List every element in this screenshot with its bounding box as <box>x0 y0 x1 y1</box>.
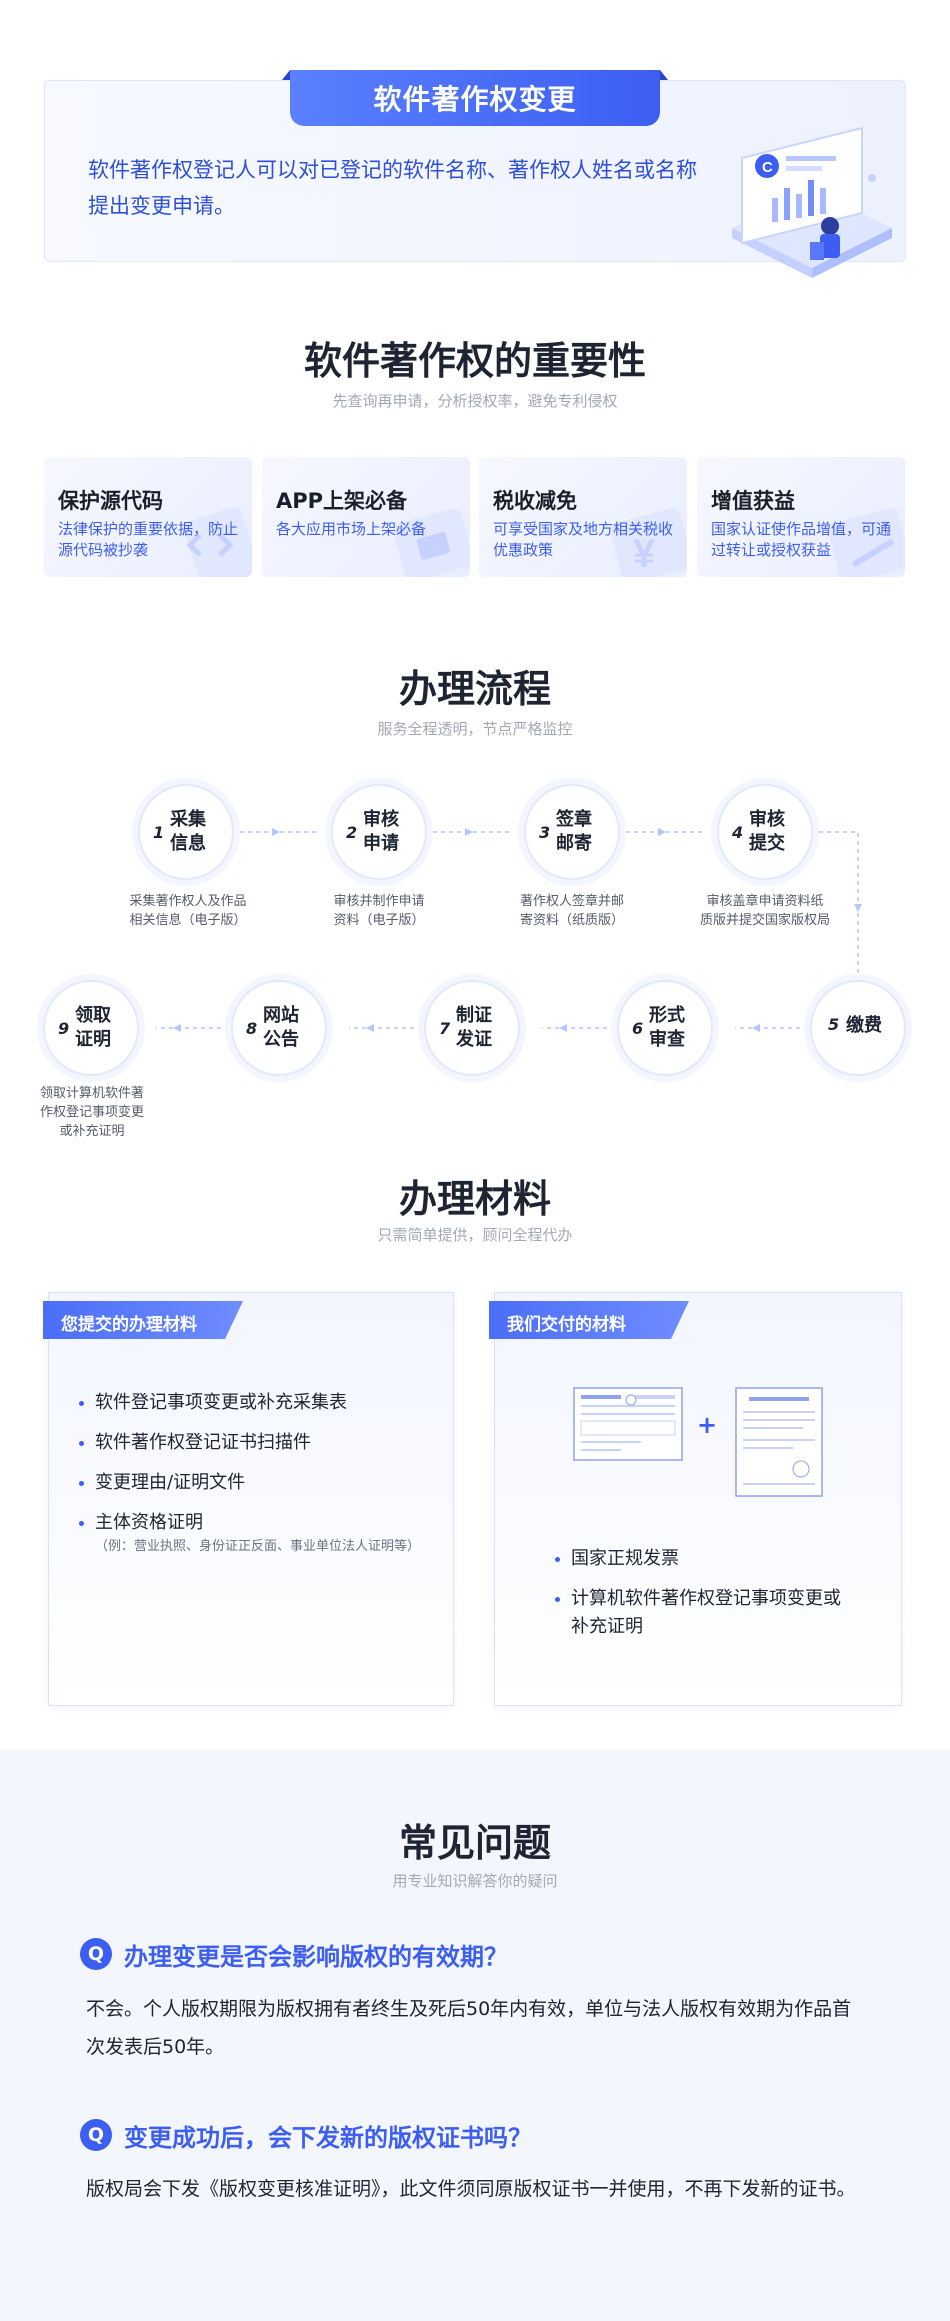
feature-card-tax: ¥ 税收减免 可享受国家及地方相关税收优惠政策 <box>479 457 687 577</box>
faq-title: 常见问题 <box>398 1821 551 1865</box>
materials-subtitle: 只需简单提供，顾问全程代办 <box>377 1226 573 1244</box>
importance-subtitle: 先查询再申请，分析授权率，避免专利侵权 <box>332 392 618 410</box>
certificate-document-icon <box>735 1387 823 1497</box>
feature-card-app: APP上架必备 各大应用市场上架必备 <box>262 457 470 577</box>
process-step-desc: 著作权人签章并邮 寄资料（纸质版） <box>519 894 624 928</box>
importance-title: 软件著作权的重要性 <box>303 339 646 383</box>
process-step-7: 7 制证 发证 <box>424 980 520 1076</box>
list-item: 国家正规发票 <box>553 1545 853 1573</box>
feature-desc: 法律保护的重要依据，防止源代码被抄袭 <box>58 520 239 559</box>
document-chart-isometric-icon: C <box>732 126 892 278</box>
faq-answer-2: 版权局会下发《版权变更核准证明》，此文件须同原版权证书一并使用，不再下发新的证书… <box>86 2178 856 2200</box>
faq-answer-1: 不会。个人版权期限为版权拥有者终生及死后50年内有效，单位与法人版权有效期为作品… <box>86 1998 852 2058</box>
deliver-materials-card: 我们交付的材料 + 国家正规发票 计算机软件著作权登记事项变更或补充证明 <box>494 1292 902 1706</box>
hero-description: 软件著作权登记人可以对已登记的软件名称、著作权人姓名或名称提出变更申请。 <box>88 158 697 218</box>
feature-desc: 可享受国家及地方相关税收优惠政策 <box>493 520 674 559</box>
process-step-desc: 领取计算机软件著 作权登记事项变更 或补充证明 <box>39 1086 144 1139</box>
process-step-6: 6 形式 审查 <box>617 980 713 1076</box>
faq-section <box>0 1750 950 2321</box>
faq-subtitle: 用专业知识解答你的疑问 <box>392 1872 558 1890</box>
feature-desc: 国家认证使作品增值，可通过转让或授权获益 <box>711 520 892 559</box>
list-item: 软件登记事项变更或补充采集表 <box>77 1389 420 1417</box>
feature-card-value: 增值获益 国家认证使作品增值，可通过转让或授权获益 <box>697 457 905 577</box>
svg-text:¥: ¥ <box>633 532 656 576</box>
process-step-4: 4 审核 提交 <box>717 784 813 880</box>
feature-desc: 各大应用市场上架必备 <box>276 520 427 538</box>
submit-materials-list: 软件登记事项变更或补充采集表 软件著作权登记证书扫描件 变更理由/证明文件 主体… <box>77 1389 420 1557</box>
process-title: 办理流程 <box>398 667 551 711</box>
feature-title: 增值获益 <box>711 489 795 513</box>
deliver-materials-list: 国家正规发票 计算机软件著作权登记事项变更或补充证明 <box>553 1545 853 1653</box>
process-step-1: 1 采集 信息 <box>138 784 234 880</box>
feature-title: 税收减免 <box>493 489 577 513</box>
feature-title: APP上架必备 <box>276 489 408 513</box>
certificate-value-icon <box>828 508 905 577</box>
process-subtitle: 服务全程透明，节点严格监控 <box>377 720 573 738</box>
list-item: 软件著作权登记证书扫描件 <box>77 1429 420 1457</box>
feature-card-source-code: 保护源代码 法律保护的重要依据，防止源代码被抄袭 <box>44 457 252 577</box>
question-icon: Q <box>80 1938 112 1970</box>
list-item: 主体资格证明（例：营业执照、身份证正反面、事业单位法人证明等） <box>77 1509 420 1557</box>
process-step-2: 2 审核 申请 <box>331 784 427 880</box>
submit-materials-card: 您提交的办理材料 软件登记事项变更或补充采集表 软件著作权登记证书扫描件 变更理… <box>48 1292 454 1706</box>
question-icon: Q <box>80 2119 112 2151</box>
process-step-8: 8 网站 公告 <box>231 980 327 1076</box>
process-step-desc: 审核并制作申请 资料（电子版） <box>333 894 425 928</box>
app-store-icon <box>393 508 470 577</box>
faq-question-1[interactable]: Q 办理变更是否会影响版权的有效期？ <box>80 1937 508 1971</box>
process-connectors <box>156 828 862 1032</box>
process-step-9: 9 领取 证明 <box>43 980 139 1076</box>
feature-title: 保护源代码 <box>58 489 163 513</box>
deliver-materials-tag: 我们交付的材料 <box>489 1301 689 1339</box>
hero-title: 软件著作权变更 <box>373 83 577 116</box>
process-step-desc: 采集著作权人及作品 相关信息（电子版） <box>129 894 247 928</box>
faq-question-2[interactable]: Q 变更成功后，会下发新的版权证书吗？ <box>80 2118 532 2152</box>
svg-text:C: C <box>762 159 773 176</box>
list-item: 变更理由/证明文件 <box>77 1469 420 1497</box>
list-item: 计算机软件著作权登记事项变更或补充证明 <box>553 1585 853 1641</box>
code-protect-icon <box>183 506 252 577</box>
process-step-5: 5 缴费 <box>810 980 906 1076</box>
list-item-note: （例：营业执照、身份证正反面、事业单位法人证明等） <box>95 1539 421 1554</box>
hero-title-ribbon: 软件著作权变更 <box>282 66 668 138</box>
invoice-document-icon <box>573 1387 683 1461</box>
process-step-desc: 审核盖章申请资料纸 质版并提交国家版权局 <box>699 894 830 928</box>
materials-title: 办理材料 <box>398 1177 551 1221</box>
submit-materials-tag: 您提交的办理材料 <box>43 1301 243 1339</box>
process-step-3: 3 签章 邮寄 <box>524 784 620 880</box>
plus-icon: + <box>697 1411 718 1439</box>
tax-yen-icon: ¥ <box>610 508 687 577</box>
